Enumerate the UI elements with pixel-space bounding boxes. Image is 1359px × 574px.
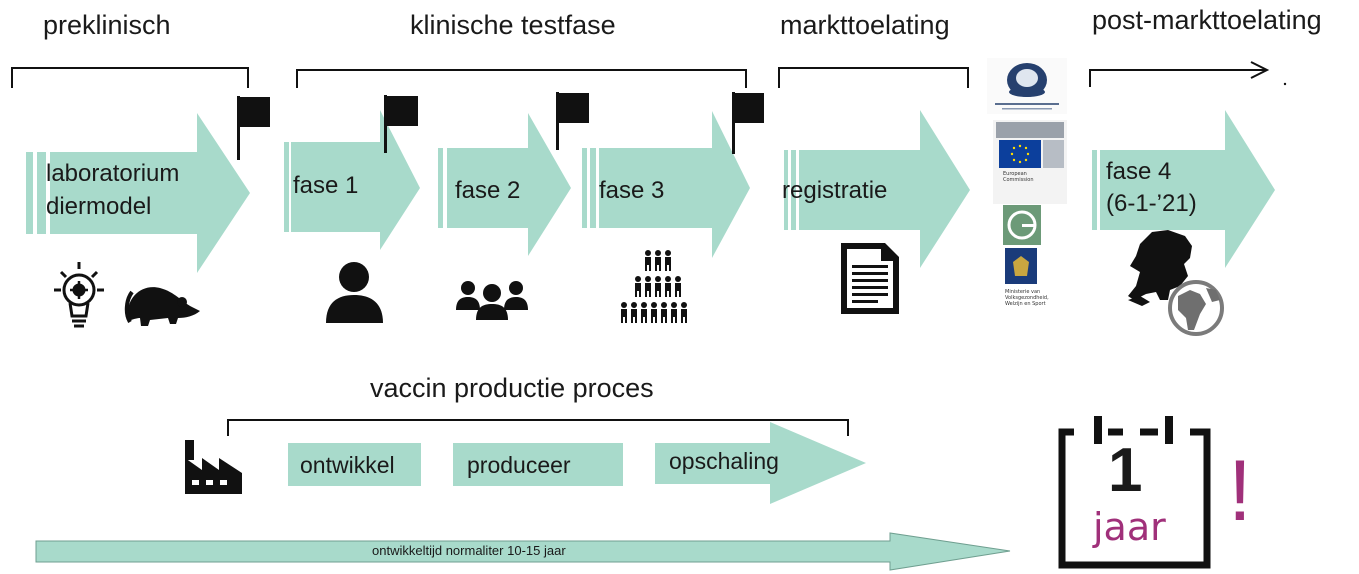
label-produce: produceer [467, 452, 571, 478]
production-title: vaccin productie proces [370, 373, 654, 403]
lightbulb-gear-icon [54, 262, 104, 328]
stage-phase3: fase 3 [599, 177, 665, 204]
arrow-phase4 [1092, 110, 1275, 268]
exclamation-mark: ! [1228, 443, 1252, 539]
document-icon [841, 243, 899, 314]
bracket-clinical [296, 69, 747, 88]
timeline-arrow [35, 532, 1011, 571]
bracket-approval [778, 67, 969, 88]
arrow-preclinical [26, 113, 250, 273]
stage-phase2: fase 2 [455, 177, 521, 204]
group-icon [456, 281, 528, 320]
arrow-phase2 [438, 113, 571, 256]
header-approval: markttoelating [780, 10, 950, 40]
label-develop: ontwikkel [300, 452, 395, 478]
bracket-post-arrowhead [1250, 61, 1270, 79]
timeline-label: ontwikkeltijd normaliter 10-15 jaar [372, 543, 566, 558]
ema-logo-icon [987, 58, 1067, 114]
bracket-production [227, 419, 849, 436]
box-develop [288, 443, 421, 486]
calendar-number: 1 [1108, 436, 1143, 505]
bracket-preclinical [11, 67, 249, 88]
stage-phase4-line1: fase 4 [1106, 158, 1172, 185]
bracket-post [1089, 69, 1265, 87]
header-preclinical: preklinisch [43, 10, 171, 40]
globe-icon [1168, 280, 1224, 336]
flag-icon [556, 92, 589, 150]
netherlands-map-icon [1128, 230, 1192, 306]
stage-registration: registratie [782, 177, 888, 204]
label-scale: opschaling [669, 448, 779, 474]
arrow-registration [784, 110, 970, 268]
header-post: post-markttoelating [1092, 5, 1322, 35]
flag-icon [384, 95, 418, 153]
flag-icon [732, 92, 764, 154]
cbg-logo-icon [1003, 205, 1041, 245]
person-icon [326, 262, 383, 323]
ec-logo-icon [993, 120, 1067, 204]
ministry-logo-icon [1005, 248, 1037, 284]
ministry-logo-text-2: Volksgezondheid, [1005, 295, 1049, 301]
stage-phase4-line2: (6-1-’21) [1106, 190, 1197, 217]
arrow-phase1 [284, 110, 420, 250]
rat-icon [124, 287, 200, 326]
ec-logo-text-2: Commission [1003, 177, 1034, 183]
header-clinical: klinische testfase [410, 10, 616, 40]
arrow-phase3 [582, 111, 750, 258]
stage-lab-line1: laboratorium [46, 160, 180, 187]
stage-lab-line2: diermodel [46, 193, 152, 220]
flag-icon [237, 96, 270, 160]
calendar-unit: jaar [1093, 505, 1166, 549]
stage-phase1: fase 1 [293, 172, 359, 199]
box-produce [453, 443, 623, 486]
ministry-logo-text-1: Ministerie van [1005, 289, 1041, 295]
ministry-logo-text-3: Welzijn en Sport [1005, 301, 1046, 307]
factory-icon [185, 440, 242, 494]
arrow-scale [655, 422, 866, 504]
dot-mark [1283, 82, 1287, 86]
ec-logo-text-1: European [1003, 171, 1027, 177]
crowd-icon [621, 250, 687, 323]
